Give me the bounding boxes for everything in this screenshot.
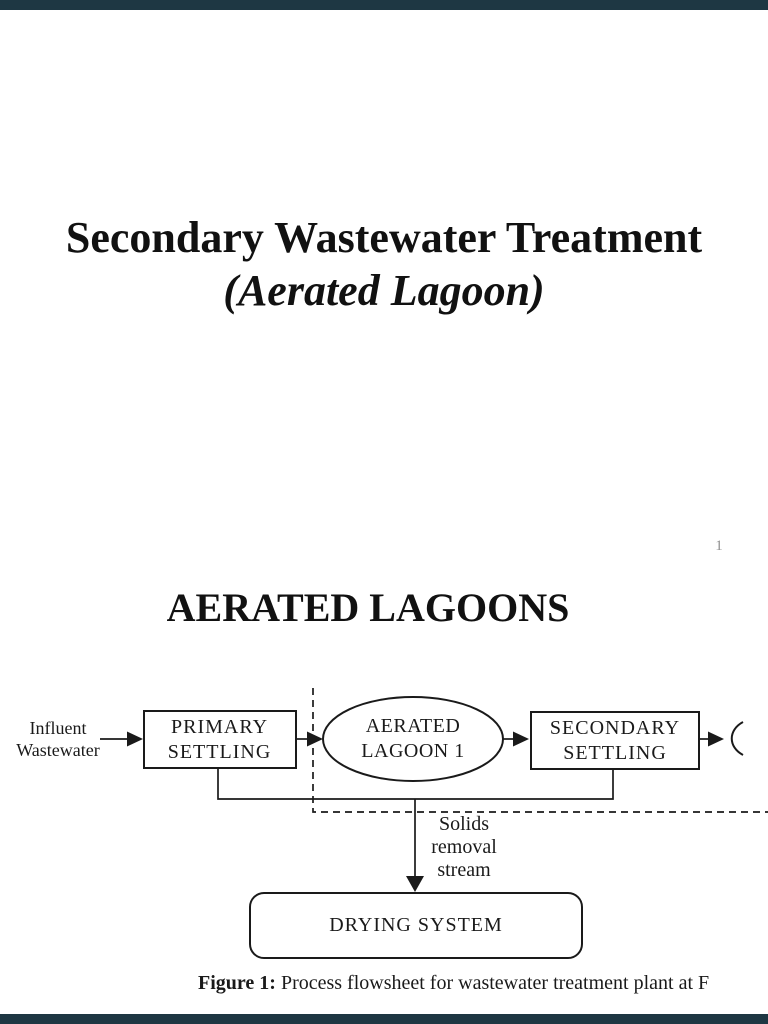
- slide-title: Secondary Wastewater Treatment: [65, 213, 703, 262]
- solids-label-line1: Solids: [438, 813, 490, 835]
- figure-caption-prefix: Figure 1:: [198, 972, 276, 994]
- slide-subtitle: (Aerated Lagoon): [223, 266, 545, 315]
- drying-label-text: DRYING SYSTEM: [329, 914, 503, 936]
- primary-to-lagoon-arrow: [296, 731, 323, 747]
- page-number: 1: [715, 538, 723, 554]
- secondary-settling-label: SECONDARY SETTLING: [531, 712, 699, 769]
- lagoon-to-secondary-arrow: [503, 731, 529, 747]
- secondary-label-line1: SECONDARY: [549, 716, 681, 739]
- influent-label-line1: Influent: [29, 718, 87, 738]
- influent-arrow: [100, 731, 143, 747]
- figure-caption: Figure 1: Process flowsheet for wastewat…: [198, 972, 768, 995]
- secondary-to-effluent-arrow: [699, 731, 724, 747]
- solids-removal-arrow: [406, 799, 424, 892]
- solids-removal-stream-label: Solids removal stream: [408, 813, 520, 882]
- aerated-lagoon-label: AERATED LAGOON 1: [323, 697, 503, 781]
- viewer-top-bar: [0, 0, 768, 10]
- lagoon-label-line2: LAGOON 1: [361, 740, 465, 762]
- figure-caption-text: Process flowsheet for wastewater treatme…: [275, 972, 710, 994]
- solids-label-line3: stream: [437, 859, 491, 881]
- process-boundary-dashed-line: [312, 688, 768, 813]
- solids-label-line2: removal: [431, 836, 497, 858]
- influent-wastewater-label: Influent Wastewater: [0, 717, 116, 761]
- slide-title-block: Secondary Wastewater Treatment (Aerated …: [0, 211, 768, 317]
- viewer-bottom-bar: [0, 1014, 768, 1024]
- section-heading: AERATED LAGOONS: [166, 585, 570, 630]
- secondary-settling-box: [530, 711, 700, 770]
- lagoon-label-line1: AERATED: [365, 715, 461, 737]
- primary-label-line2: SETTLING: [167, 740, 272, 763]
- secondary-label-line2: SETTLING: [563, 741, 667, 764]
- primary-settling-label: PRIMARY SETTLING: [143, 711, 296, 768]
- effluent-node-partial-ellipse: [730, 721, 744, 756]
- influent-label-line2: Wastewater: [16, 740, 100, 760]
- drying-system-box: [249, 892, 583, 959]
- drying-system-label: DRYING SYSTEM: [250, 893, 582, 958]
- primary-label-line1: PRIMARY: [170, 715, 269, 738]
